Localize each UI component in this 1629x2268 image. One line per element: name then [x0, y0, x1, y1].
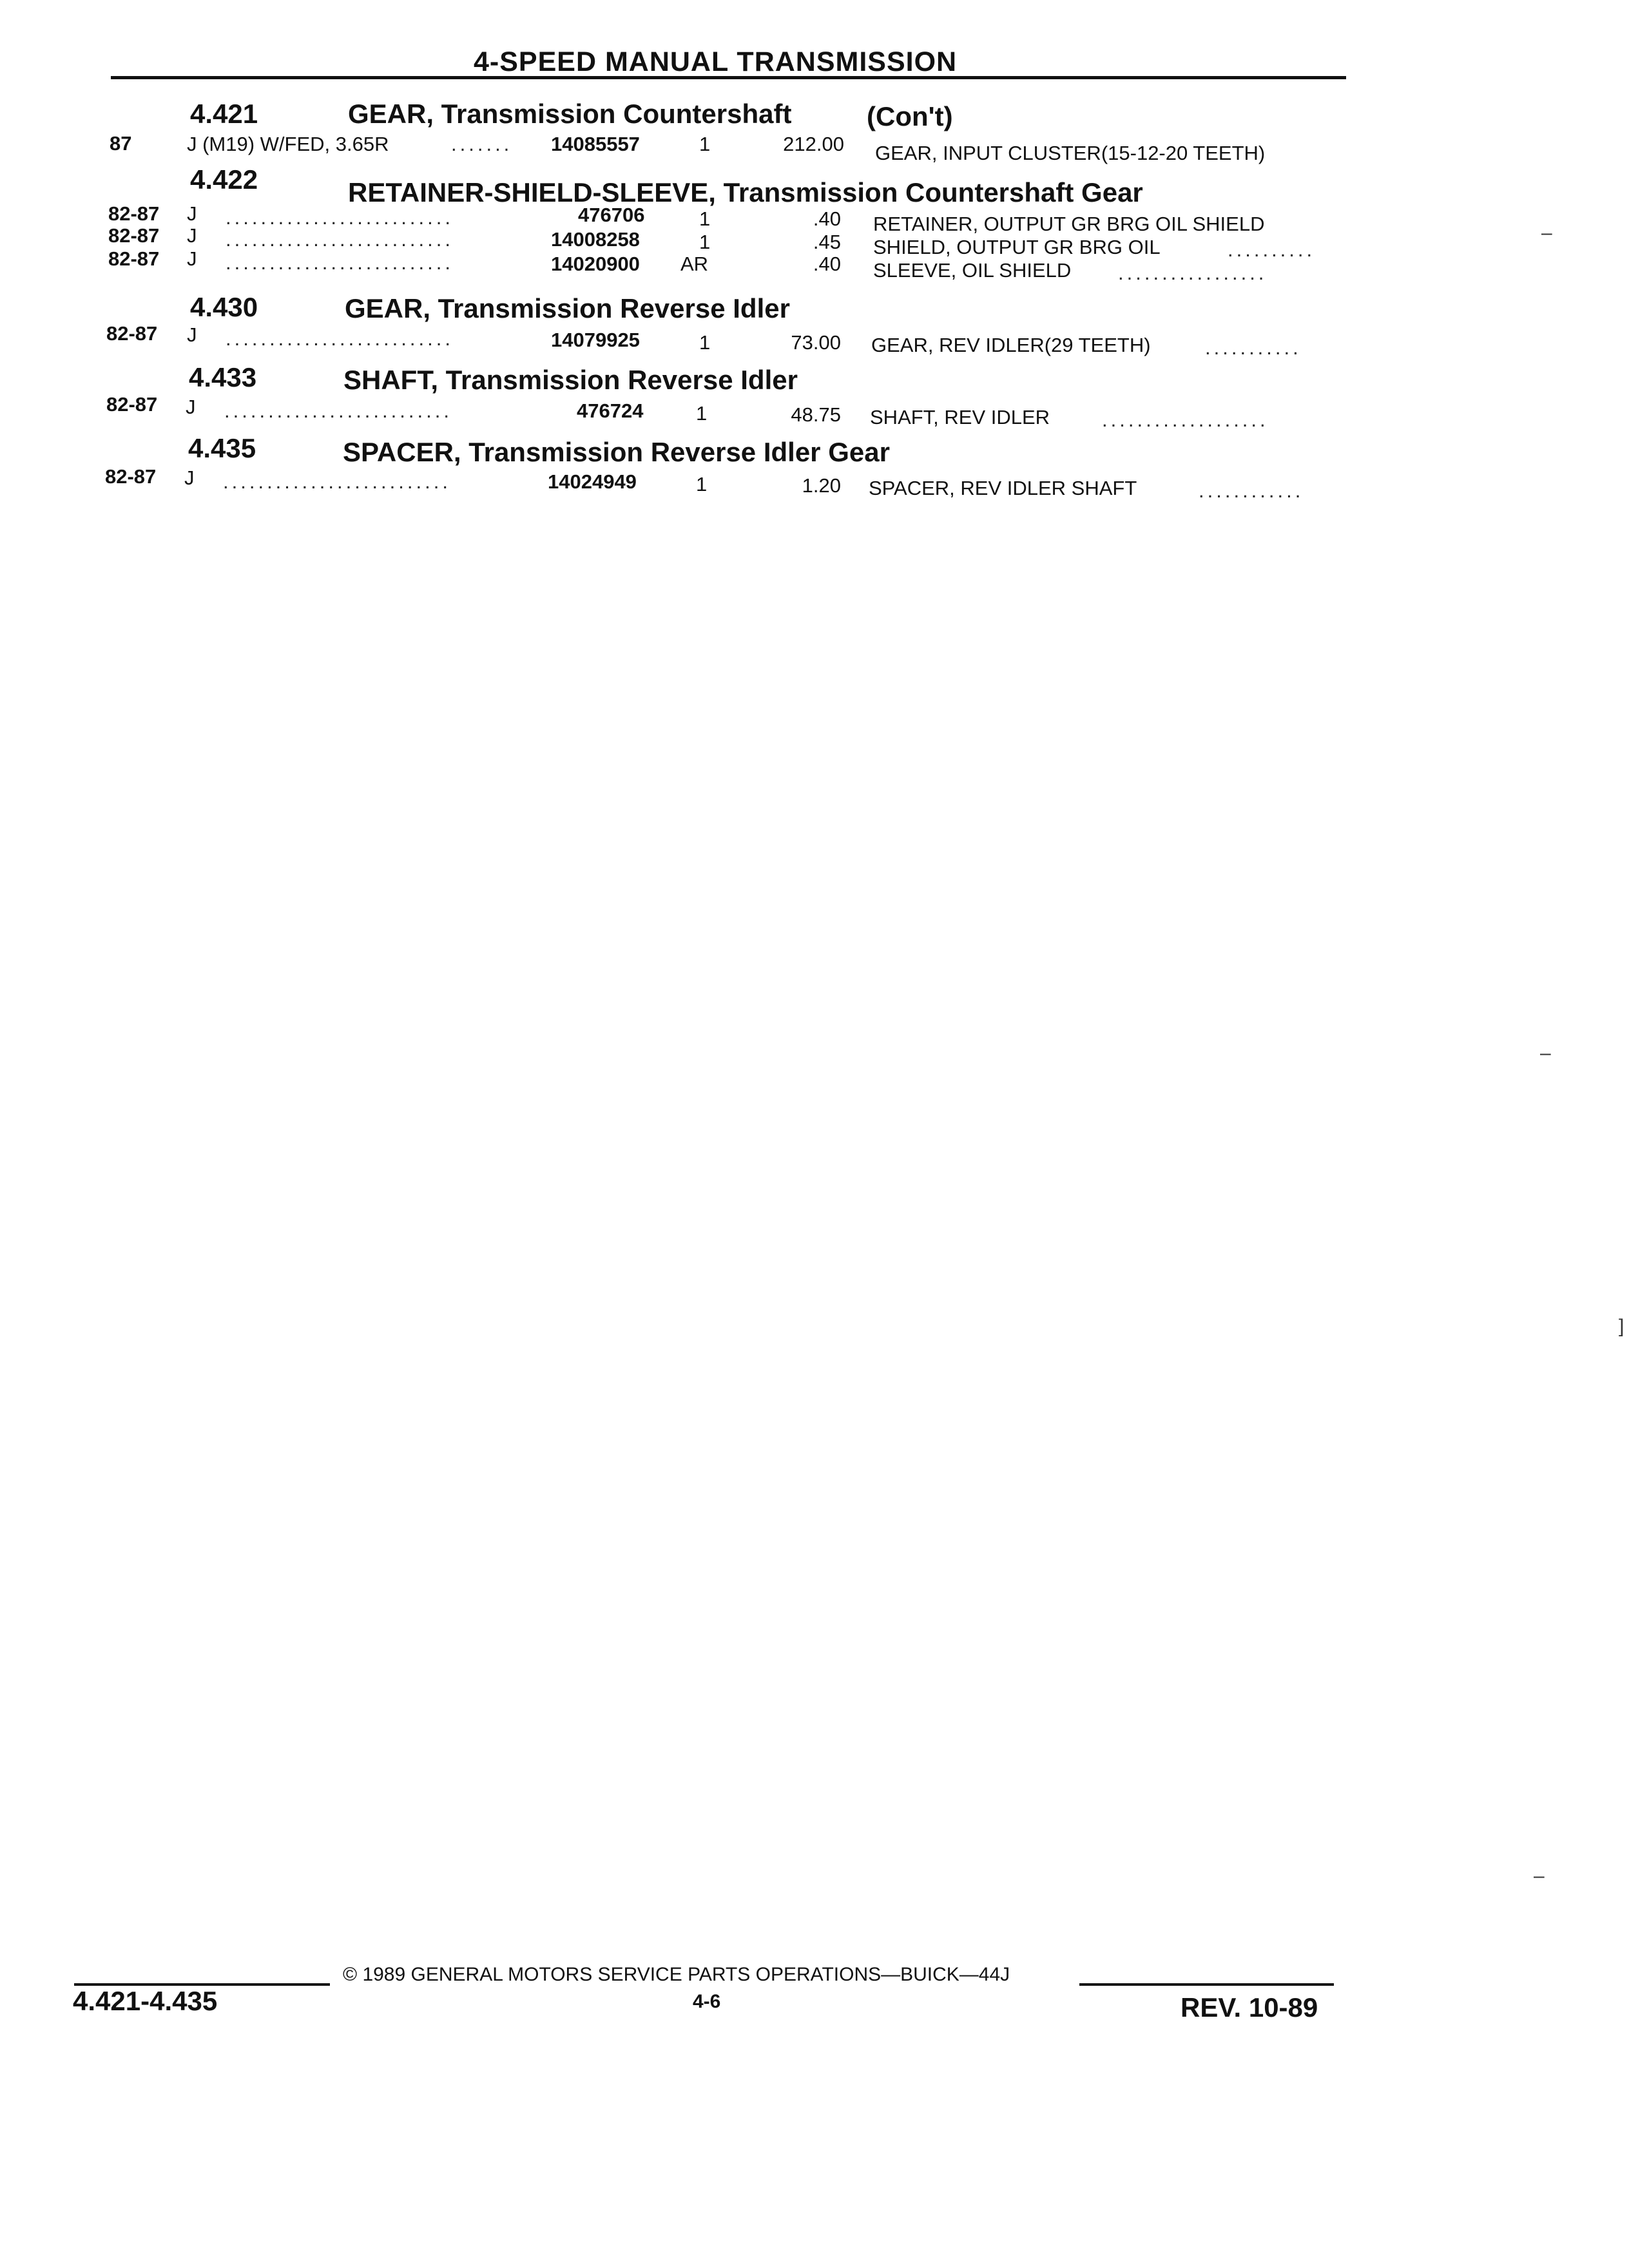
row-leader-dots: .......................... — [226, 327, 454, 350]
section-title: RETAINER-SHIELD-SLEEVE, Transmission Cou… — [348, 177, 1143, 207]
row-years: 82-87 — [106, 393, 158, 416]
row-description-dots: .......... — [1228, 238, 1316, 261]
row-description-dots: ................. — [1118, 262, 1268, 284]
header-rule — [111, 76, 1346, 79]
row-quantity: 1 — [699, 133, 711, 155]
section-number: 4.421 — [190, 99, 258, 129]
row-application: J — [187, 247, 197, 270]
row-leader-dots: .......................... — [226, 228, 454, 251]
row-description: RETAINER, OUTPUT GR BRG OIL SHIELD — [873, 213, 1265, 235]
row-part-number: 14024949 — [548, 470, 637, 493]
section-continued: (Con't) — [867, 101, 953, 131]
row-leader-dots: ....... — [451, 133, 513, 155]
section-number: 4.430 — [190, 292, 258, 322]
row-years: 82-87 — [108, 224, 160, 247]
footer-page-number: 4-6 — [693, 1991, 721, 2012]
page-header-title: 4-SPEED MANUAL TRANSMISSION — [474, 46, 958, 77]
row-description: SPACER, REV IDLER SHAFT — [869, 477, 1137, 499]
row-quantity: 1 — [699, 231, 711, 253]
row-quantity: 1 — [699, 207, 711, 230]
row-years: 82-87 — [105, 465, 157, 488]
row-part-number: 476706 — [578, 204, 645, 226]
row-description: SLEEVE, OIL SHIELD — [873, 259, 1072, 282]
row-years: 82-87 — [108, 202, 160, 225]
row-description-dots: ................... — [1102, 408, 1269, 431]
row-price: 212.00 — [783, 133, 844, 155]
row-part-number: 14020900 — [551, 253, 640, 275]
section-title: SPACER, Transmission Reverse Idler Gear — [343, 437, 890, 467]
row-part-number: 476724 — [577, 399, 644, 422]
row-leader-dots: .......................... — [224, 399, 452, 422]
row-description: SHAFT, REV IDLER — [870, 406, 1050, 428]
row-quantity: AR — [680, 253, 709, 275]
row-description-dots: ............ — [1199, 479, 1304, 502]
row-application: J — [186, 396, 196, 418]
section-title: GEAR, Transmission Countershaft — [348, 99, 792, 129]
footer-section-range: 4.421-4.435 — [73, 1986, 218, 2016]
scan-margin-mark: – — [1541, 222, 1552, 244]
row-description: GEAR, INPUT CLUSTER(15-12-20 TEETH) — [875, 142, 1266, 164]
scan-margin-mark: ] — [1619, 1316, 1624, 1337]
row-years: 82-87 — [106, 322, 158, 345]
row-price: 73.00 — [791, 331, 841, 354]
row-application: J (M19) W/FED, 3.65R — [187, 133, 389, 155]
row-years: 82-87 — [108, 247, 160, 270]
row-description: GEAR, REV IDLER(29 TEETH) — [871, 334, 1151, 356]
row-application: J — [187, 202, 197, 225]
section-number: 4.422 — [190, 164, 258, 195]
row-application: J — [184, 466, 195, 489]
row-application: J — [187, 323, 197, 346]
row-description: SHIELD, OUTPUT GR BRG OIL — [873, 236, 1161, 258]
section-number: 4.435 — [188, 433, 256, 463]
row-price: .45 — [813, 231, 841, 253]
row-price: 48.75 — [791, 403, 841, 426]
section-title: SHAFT, Transmission Reverse Idler — [343, 365, 798, 395]
row-price: .40 — [813, 207, 841, 230]
row-price: .40 — [813, 253, 841, 275]
row-leader-dots: .......................... — [226, 206, 454, 229]
row-quantity: 1 — [696, 402, 708, 425]
row-part-number: 14085557 — [551, 133, 640, 155]
section-title: GEAR, Transmission Reverse Idler — [345, 293, 790, 323]
section-number: 4.433 — [189, 362, 257, 392]
row-part-number: 14008258 — [551, 228, 640, 251]
scan-margin-mark: – — [1540, 1043, 1551, 1064]
row-price: 1.20 — [802, 474, 841, 497]
footer-revision: REV. 10-89 — [1181, 1992, 1318, 2023]
row-leader-dots: .......................... — [223, 470, 451, 493]
row-years: 87 — [110, 132, 132, 155]
footer-rule-right — [1079, 1983, 1334, 1986]
row-description-dots: ........... — [1205, 336, 1302, 359]
footer-copyright: © 1989 GENERAL MOTORS SERVICE PARTS OPER… — [343, 1964, 1010, 1985]
row-part-number: 14079925 — [551, 329, 640, 351]
scan-margin-mark: – — [1534, 1865, 1545, 1887]
row-leader-dots: .......................... — [226, 251, 454, 274]
footer-rule-left — [74, 1983, 330, 1986]
row-quantity: 1 — [699, 331, 711, 354]
row-application: J — [187, 224, 197, 247]
row-quantity: 1 — [696, 473, 708, 495]
